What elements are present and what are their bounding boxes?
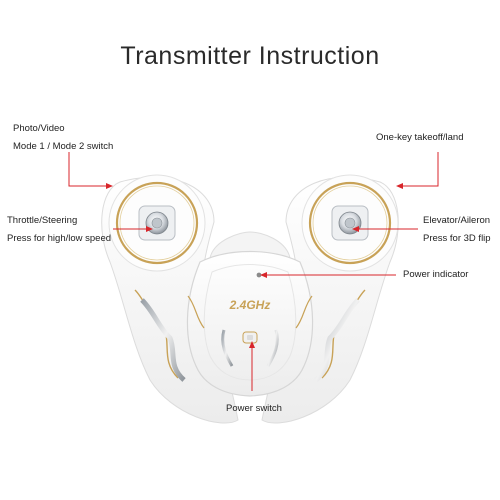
- logo-2-4ghz: 2.4GHz: [229, 298, 271, 312]
- right-joystick[interactable]: [331, 205, 369, 241]
- leader-arrowheads: [106, 183, 403, 348]
- leader-lines: [68, 152, 439, 391]
- label-power-switch: Power switch: [226, 403, 282, 414]
- label-throttle-steering: Throttle/Steering: [7, 215, 78, 226]
- left-joystick[interactable]: [138, 205, 176, 241]
- label-photo-video: Photo/Video: [13, 123, 65, 134]
- label-elevator-aileron: Elevator/Aileron: [423, 215, 491, 226]
- label-one-key-takeoff: One-key takeoff/land: [376, 132, 464, 143]
- page-title: Transmitter Instruction: [120, 42, 380, 70]
- power-switch[interactable]: [242, 331, 258, 344]
- label-power-indicator: Power indicator: [403, 269, 469, 280]
- label-mode-switch: Mode 1 / Mode 2 switch: [13, 141, 114, 152]
- label-elevator-press: Press for 3D flip: [423, 233, 491, 244]
- power-indicator-led: [256, 272, 262, 278]
- label-throttle-press: Press for high/low speed: [7, 233, 112, 244]
